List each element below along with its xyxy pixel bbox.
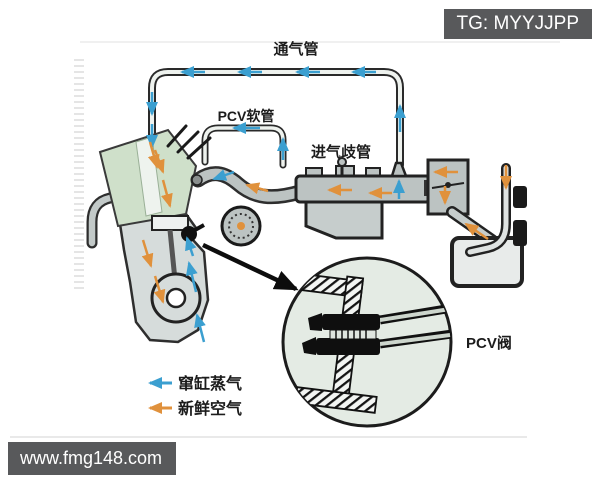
timing-gear [220, 205, 262, 247]
label-pcv-hose: PCV软管 [218, 108, 275, 124]
air-cleaner-duct [446, 206, 498, 246]
fresh-air-arrows [141, 141, 512, 304]
watermark-top-right: TG: MYYJJPP [443, 9, 592, 39]
legend-item-blowby: 窜缸蒸气 [148, 374, 242, 393]
air-filter-ribs [513, 186, 527, 246]
legend-label-blowby: 窜缸蒸气 [178, 374, 242, 393]
pcv-hose [201, 124, 287, 169]
spark-plug-wires [166, 124, 212, 160]
pcv-valve-detail [302, 303, 451, 355]
vent-pipe-connector [390, 161, 408, 178]
pcv-valve-inset [281, 256, 453, 428]
label-intake-manifold: 进气歧管 [311, 143, 371, 161]
label-pcv-valve: PCV阀 [466, 334, 512, 352]
legend-item-fresh-air: 新鲜空气 [148, 399, 242, 418]
legend-label-fresh-air: 新鲜空气 [178, 399, 242, 418]
exhaust-pipe [86, 186, 148, 249]
air-inlet-pipe [465, 163, 511, 257]
intake-runner [190, 166, 308, 205]
vent-pipe [148, 68, 404, 169]
intake-manifold [294, 157, 432, 240]
watermark-bottom-left: www.fmg148.com [8, 442, 177, 475]
throttle-body [426, 158, 470, 216]
callout-arrow [202, 242, 299, 292]
engine-cross-section [86, 124, 212, 344]
page-edge-decoration [10, 41, 560, 438]
crankshaft-journal [165, 287, 187, 309]
piston [151, 215, 189, 231]
blowby-vapor-arrows [146, 66, 406, 343]
legend: 窜缸蒸气 新鲜空气 [148, 374, 242, 418]
manifold-lower-bracket [304, 200, 384, 240]
label-vent-pipe: 通气管 [273, 40, 318, 58]
